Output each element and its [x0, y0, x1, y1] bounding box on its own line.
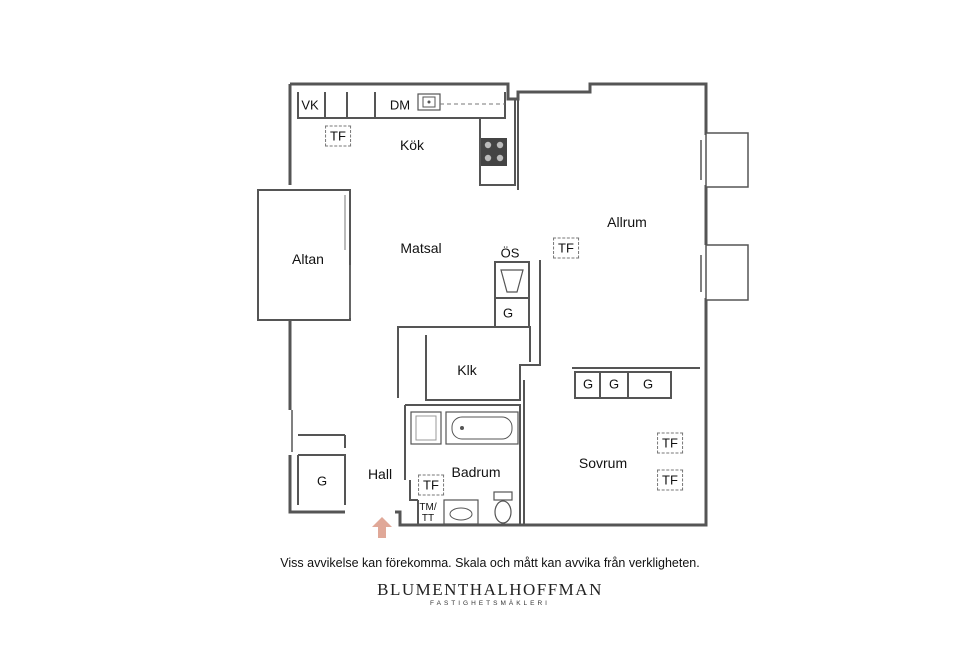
- tag-tf-hall: TF: [418, 474, 444, 496]
- floor-plan: [257, 82, 749, 538]
- fireplace-icon: [500, 269, 524, 293]
- tag-g-chimney: G: [502, 305, 514, 321]
- room-label-terrace: Altan: [292, 251, 324, 267]
- tag-g-wardrobe-3: G: [642, 376, 654, 392]
- shower-icon: [410, 411, 442, 445]
- windows: [291, 132, 749, 452]
- outer-walls: [288, 82, 708, 527]
- entrance-arrow-icon: [372, 517, 392, 538]
- washbasin-icon: [443, 499, 479, 525]
- sink-icon: [417, 93, 505, 111]
- tag-dm: DM: [389, 97, 411, 113]
- brand-subtitle: FASTIGHETSMÄKLERI: [430, 600, 550, 607]
- toilet-icon: [493, 491, 513, 524]
- room-label-bathroom: Badrum: [451, 464, 501, 480]
- tag-tf-kitchen: TF: [325, 125, 351, 147]
- disclaimer-text: Viss avvikelse kan förekomma. Skala och …: [280, 556, 700, 570]
- tag-tm-tt: TM/ TT: [419, 502, 437, 524]
- bathtub-icon: [445, 411, 519, 445]
- room-label-hall: Hall: [367, 466, 393, 482]
- room-label-closet: Klk: [457, 362, 477, 378]
- stove-icon: [481, 138, 507, 166]
- tag-g-wardrobe-1: G: [582, 376, 594, 392]
- room-label-kitchen: Kök: [399, 137, 425, 153]
- tag-tf-living: TF: [553, 237, 579, 259]
- room-label-dining: Matsal: [400, 240, 442, 256]
- tag-os: ÖS: [500, 245, 520, 261]
- tag-vk: VK: [301, 97, 319, 113]
- tag-g-hall: G: [316, 473, 328, 489]
- terrace: [257, 189, 351, 321]
- tag-tf-bedroom-1: TF: [657, 432, 683, 454]
- tag-tf-bedroom-2: TF: [657, 469, 683, 491]
- interior-walls: [297, 92, 700, 525]
- brand-logo: BLUMENTHALHOFFMAN: [377, 580, 603, 599]
- room-label-bedroom: Sovrum: [578, 455, 628, 471]
- tag-g-wardrobe-2: G: [608, 376, 620, 392]
- room-label-living: Allrum: [607, 214, 647, 230]
